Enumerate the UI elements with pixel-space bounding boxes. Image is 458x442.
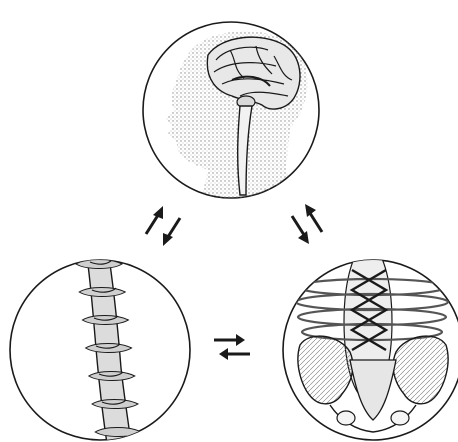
brain-node (143, 22, 319, 205)
left-hip-socket (337, 411, 355, 425)
right-hip-socket (391, 411, 409, 425)
arrowhead (219, 348, 228, 360)
spine-pelvis-arrows (214, 334, 250, 360)
brain-pelvis-arrows (292, 204, 322, 244)
brain-spine-arrows (146, 206, 180, 246)
spine-node (10, 250, 190, 442)
arrowhead (236, 334, 245, 346)
pelvis-node (283, 244, 458, 440)
